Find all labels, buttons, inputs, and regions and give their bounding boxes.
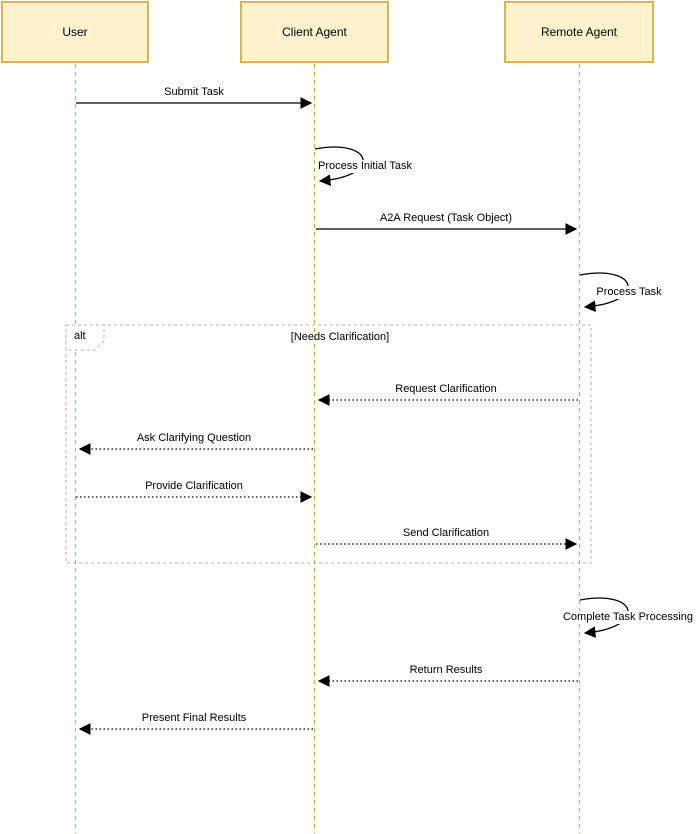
self-message-process-initial-task xyxy=(314,146,364,187)
alt-condition-label: [Needs Clarification] xyxy=(290,331,390,343)
alt-fragment-frame xyxy=(65,324,592,564)
actor-box-client-agent: Client Agent xyxy=(240,1,389,63)
actor-label-user: User xyxy=(62,25,88,39)
message-label-process-task: Process Task xyxy=(594,286,664,299)
message-label-a2a-request: A2A Request (Task Object) xyxy=(377,212,515,225)
message-label-present-final-results: Present Final Results xyxy=(139,712,249,725)
actor-label-client-agent: Client Agent xyxy=(282,25,347,39)
actor-label-remote-agent: Remote Agent xyxy=(540,25,618,39)
actor-box-remote-agent: Remote Agent xyxy=(504,1,654,63)
message-label-process-initial-task: Process Initial Task xyxy=(316,160,414,173)
message-label-ask-clarifying-question: Ask Clarifying Question xyxy=(134,432,254,445)
self-message-complete-task-processing xyxy=(579,597,629,638)
message-label-request-clarification: Request Clarification xyxy=(393,383,499,396)
alt-operator-pentagon xyxy=(65,324,105,351)
message-label-complete-task-processing: Complete Task Processing xyxy=(560,611,696,624)
message-label-return-results: Return Results xyxy=(407,664,485,677)
message-label-submit-task: Submit Task xyxy=(162,86,226,99)
message-label-send-clarification: Send Clarification xyxy=(400,527,492,540)
self-message-process-task xyxy=(579,272,629,313)
alt-operator-label: alt xyxy=(74,330,86,342)
actor-box-user: User xyxy=(1,1,149,63)
message-label-provide-clarification: Provide Clarification xyxy=(143,480,245,493)
